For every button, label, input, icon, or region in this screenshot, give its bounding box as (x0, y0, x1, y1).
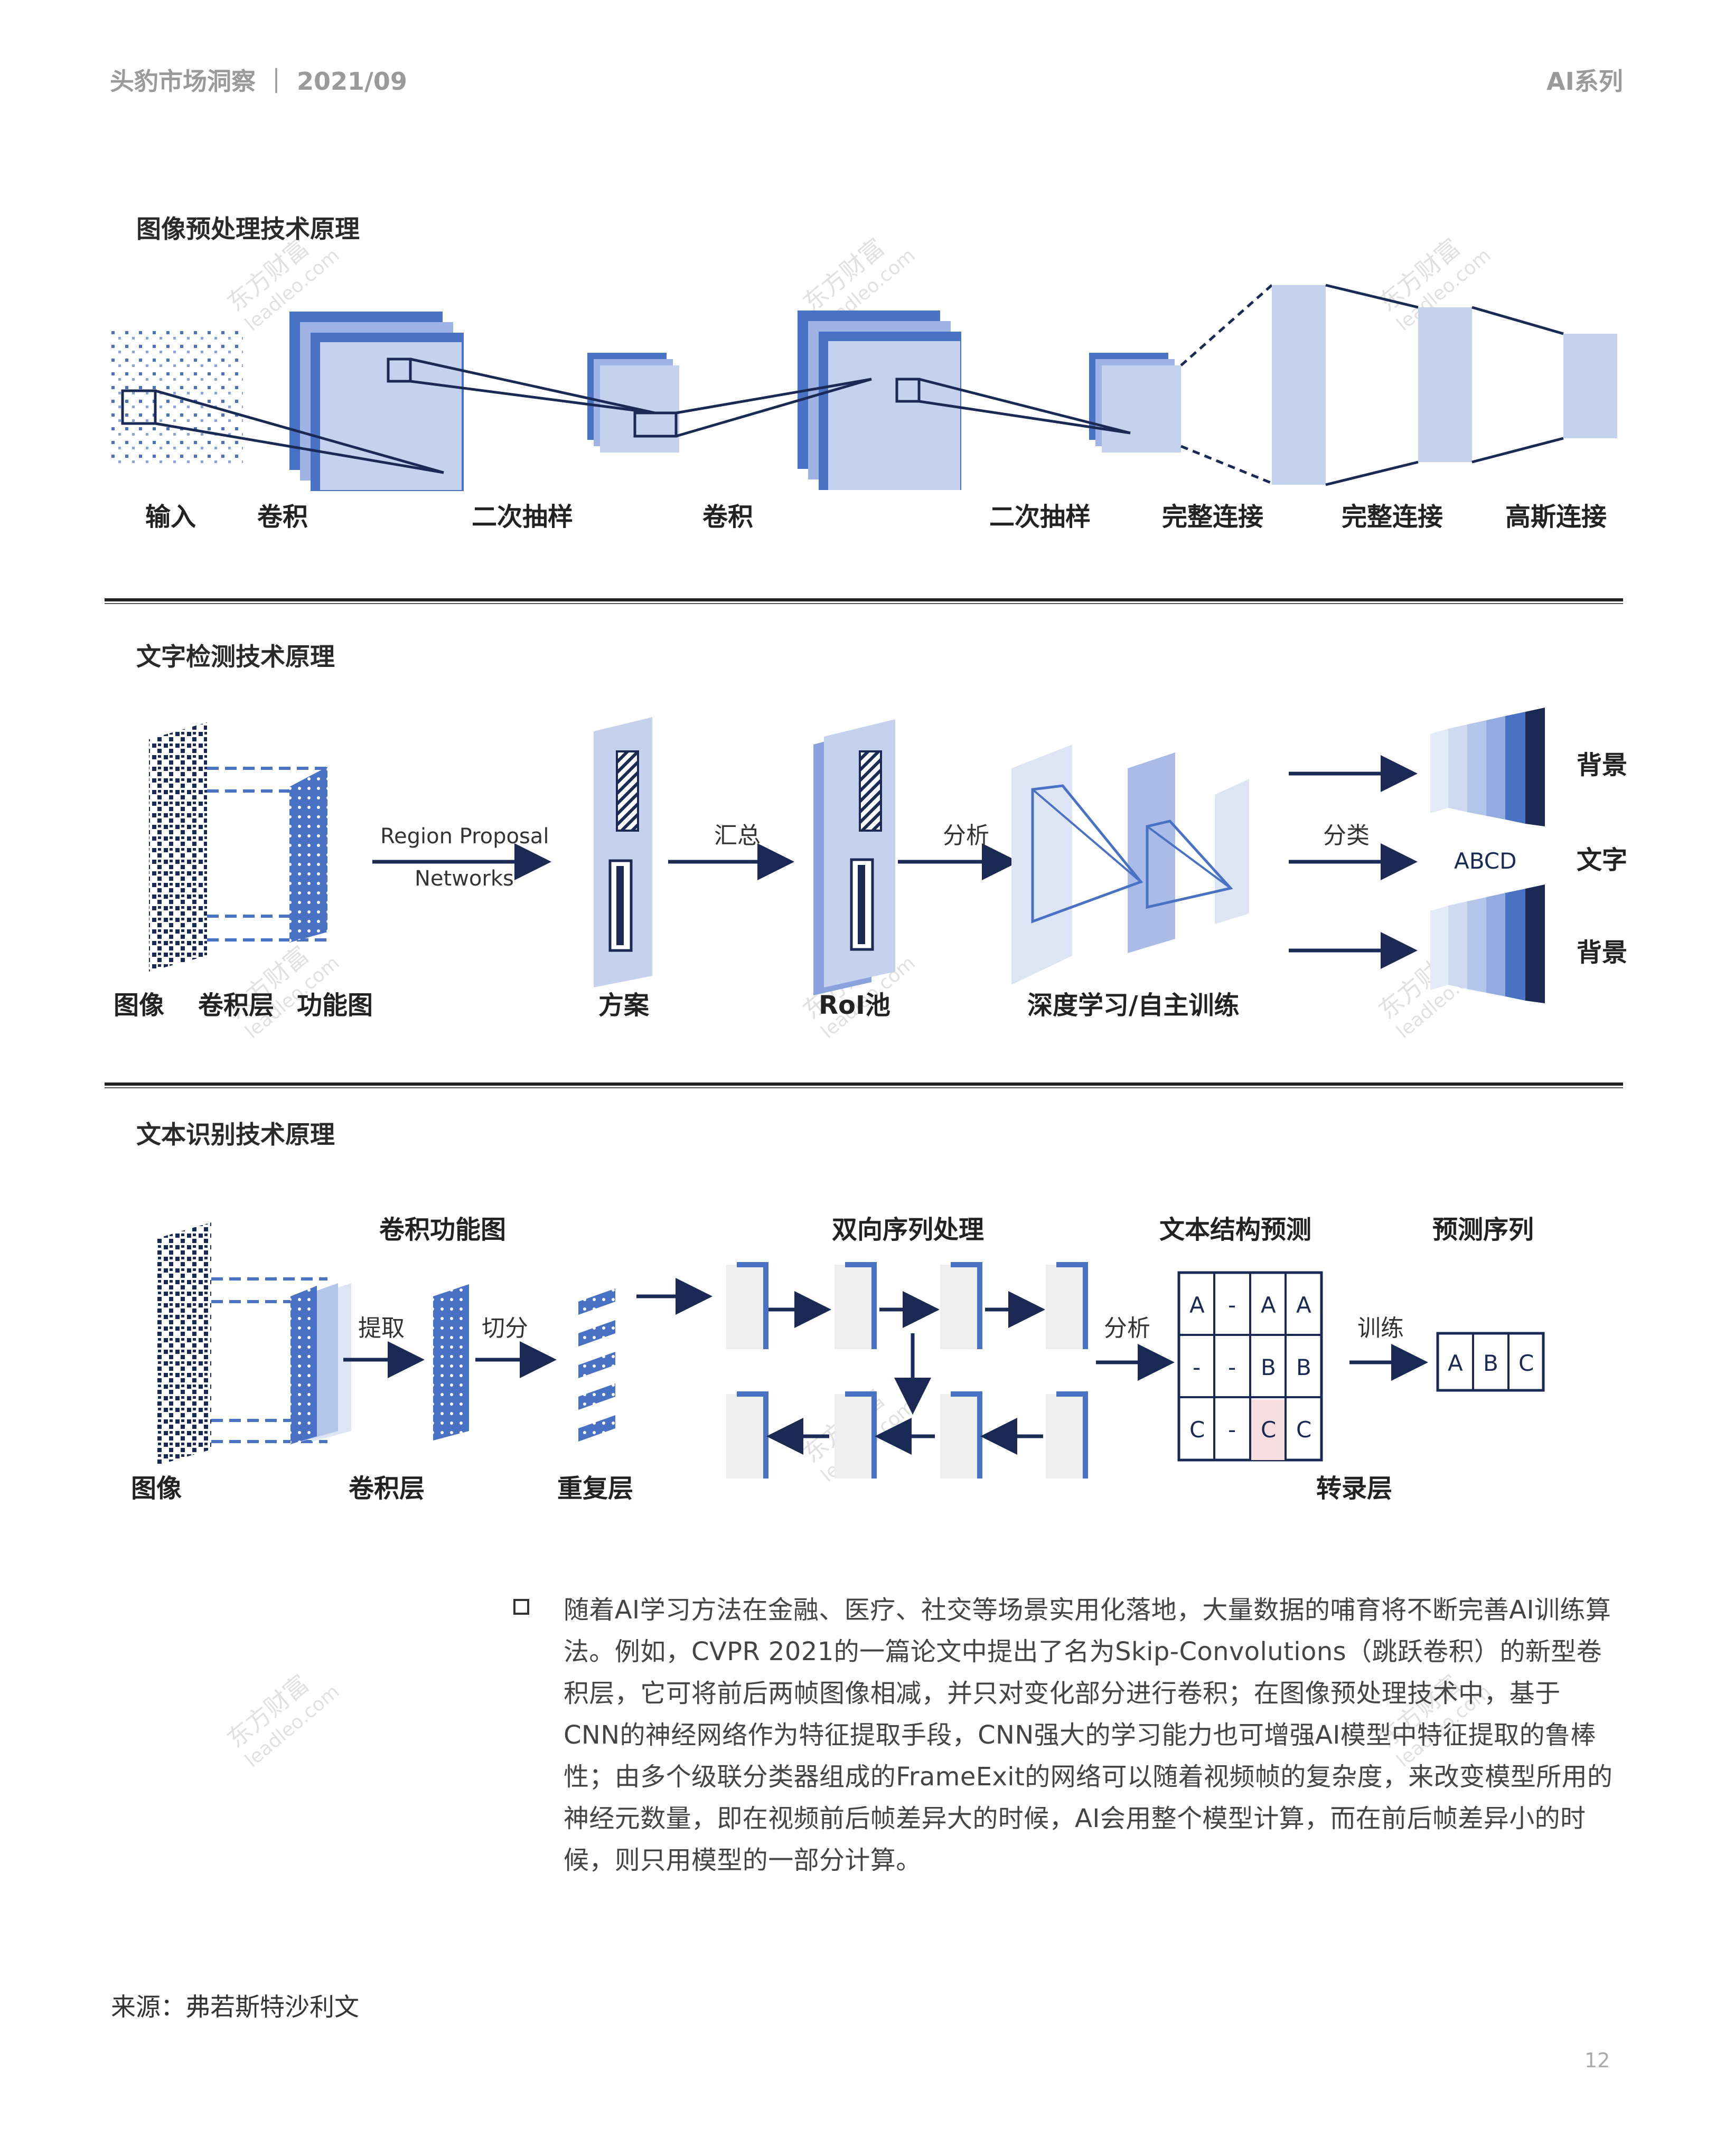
label-image-3: 图像 (131, 1474, 182, 1503)
header-series: AI系列 (1546, 67, 1623, 96)
arrow-label-analyze2: 分析 (1104, 1315, 1150, 1342)
transcription-grid: A - A A - - B B C - C C (1177, 1271, 1323, 1462)
grid-cell: C (1296, 1417, 1311, 1443)
deep-learning-block (1011, 745, 1072, 985)
text-detection-diagram: Region Proposal Networks 汇总 分析 分类 ABCD (114, 708, 1627, 1020)
arrow-label-split: 切分 (482, 1315, 528, 1342)
recog-input-image (157, 1222, 211, 1465)
grid-cell: B (1261, 1354, 1276, 1380)
label-background-2: 背景 (1577, 938, 1627, 967)
background-output-2 (1430, 884, 1545, 1003)
page-number: 12 (1585, 2049, 1610, 2072)
grid-cell: C (1261, 1417, 1276, 1443)
label-fc-1: 完整连接 (1162, 502, 1263, 532)
label-bidirectional: 双向序列处理 (832, 1215, 984, 1245)
arrow-label-extract: 提取 (358, 1315, 405, 1342)
arrow-label-classify: 分类 (1323, 822, 1370, 849)
repeat-layer (578, 1288, 615, 1442)
label-repeat-layer: 重复层 (557, 1474, 633, 1503)
gaussian-layer (1563, 334, 1617, 438)
feature-map (289, 767, 327, 943)
grid-cell: - (1228, 1417, 1236, 1443)
extracted-feature (433, 1284, 469, 1441)
abcd-output: ABCD (1454, 848, 1516, 874)
label-transcribe-layer: 转录层 (1316, 1474, 1392, 1503)
grid-cell: B (1296, 1354, 1311, 1380)
label-subsample-2: 二次抽样 (989, 502, 1091, 532)
rpn-label-line1: Region Proposal (380, 824, 549, 849)
body-paragraph: 随着AI学习方法在金融、医疗、社交等场景实用化落地，大量数据的哺育将不断完善AI… (564, 1595, 1613, 1875)
grid-cell: - (1193, 1354, 1201, 1380)
label-feature-map: 功能图 (297, 991, 373, 1020)
grid-cell: - (1228, 1292, 1236, 1318)
label-conv-layer: 卷积层 (198, 991, 274, 1020)
label-conv-1: 卷积 (257, 502, 308, 532)
section-divider (105, 598, 1623, 604)
header-source: 头豹市场洞察 ｜ 2021/09 (110, 67, 407, 96)
label-roi-pool: RoI池 (819, 991, 890, 1020)
cnn-preprocess-diagram: 输入 卷积 二次抽样 卷积 二次抽样 完整连接 完整连接 高斯连接 (111, 284, 1617, 532)
section-title-detect: 文字检测技术原理 (136, 643, 335, 672)
section-title-preprocess: 图像预处理技术原理 (136, 215, 360, 244)
grid-cell: A (1261, 1292, 1276, 1318)
label-predicted-sequence: 预测序列 (1432, 1215, 1534, 1245)
predicted-sequence: A B C (1436, 1332, 1545, 1392)
grid-cell: A (1189, 1292, 1205, 1318)
fc-layer-2 (1418, 307, 1472, 462)
text-recognition-diagram: 卷积功能图 提取 切分 双向序列处理 分析 文本结构预测 (131, 1215, 1545, 1503)
grid-cell: - (1228, 1354, 1236, 1380)
label-conv-layer-3: 卷积层 (349, 1474, 425, 1503)
background-output-1 (1430, 708, 1545, 826)
label-image: 图像 (114, 991, 164, 1020)
bidirectional-cells (726, 1262, 1088, 1479)
label-gaussian: 高斯连接 (1505, 502, 1607, 532)
recog-conv-layer (290, 1286, 317, 1444)
bullet-checkbox-icon (513, 1599, 529, 1615)
arrow-label-train: 训练 (1357, 1315, 1404, 1342)
label-text-structure: 文本结构预测 (1159, 1215, 1311, 1245)
pred-cell: C (1518, 1350, 1534, 1376)
label-deep-learning: 深度学习/自主训练 (1027, 991, 1240, 1020)
section-title-recognize: 文本识别技术原理 (136, 1121, 335, 1150)
grid-cell: C (1189, 1417, 1205, 1443)
source-note: 来源：弗若斯特沙利文 (111, 1993, 359, 2022)
label-subsample-1: 二次抽样 (472, 502, 573, 532)
label-proposal: 方案 (598, 991, 650, 1020)
section-divider (105, 1082, 1623, 1088)
label-conv-feature-map: 卷积功能图 (379, 1215, 506, 1245)
pred-cell: A (1448, 1350, 1463, 1376)
label-background-1: 背景 (1577, 750, 1627, 780)
label-text: 文字 (1577, 845, 1627, 875)
label-input: 输入 (145, 502, 196, 532)
fc-layer-1 (1272, 285, 1326, 485)
label-conv-2: 卷积 (702, 502, 753, 532)
arrow-label-analyze: 分析 (943, 822, 989, 849)
grid-cell: A (1296, 1292, 1311, 1318)
arrow-label-summary: 汇总 (714, 822, 761, 849)
label-fc-2: 完整连接 (1342, 502, 1443, 532)
detect-input-image (149, 722, 207, 972)
rpn-label-line2: Networks (415, 867, 514, 891)
pred-cell: B (1483, 1350, 1498, 1376)
